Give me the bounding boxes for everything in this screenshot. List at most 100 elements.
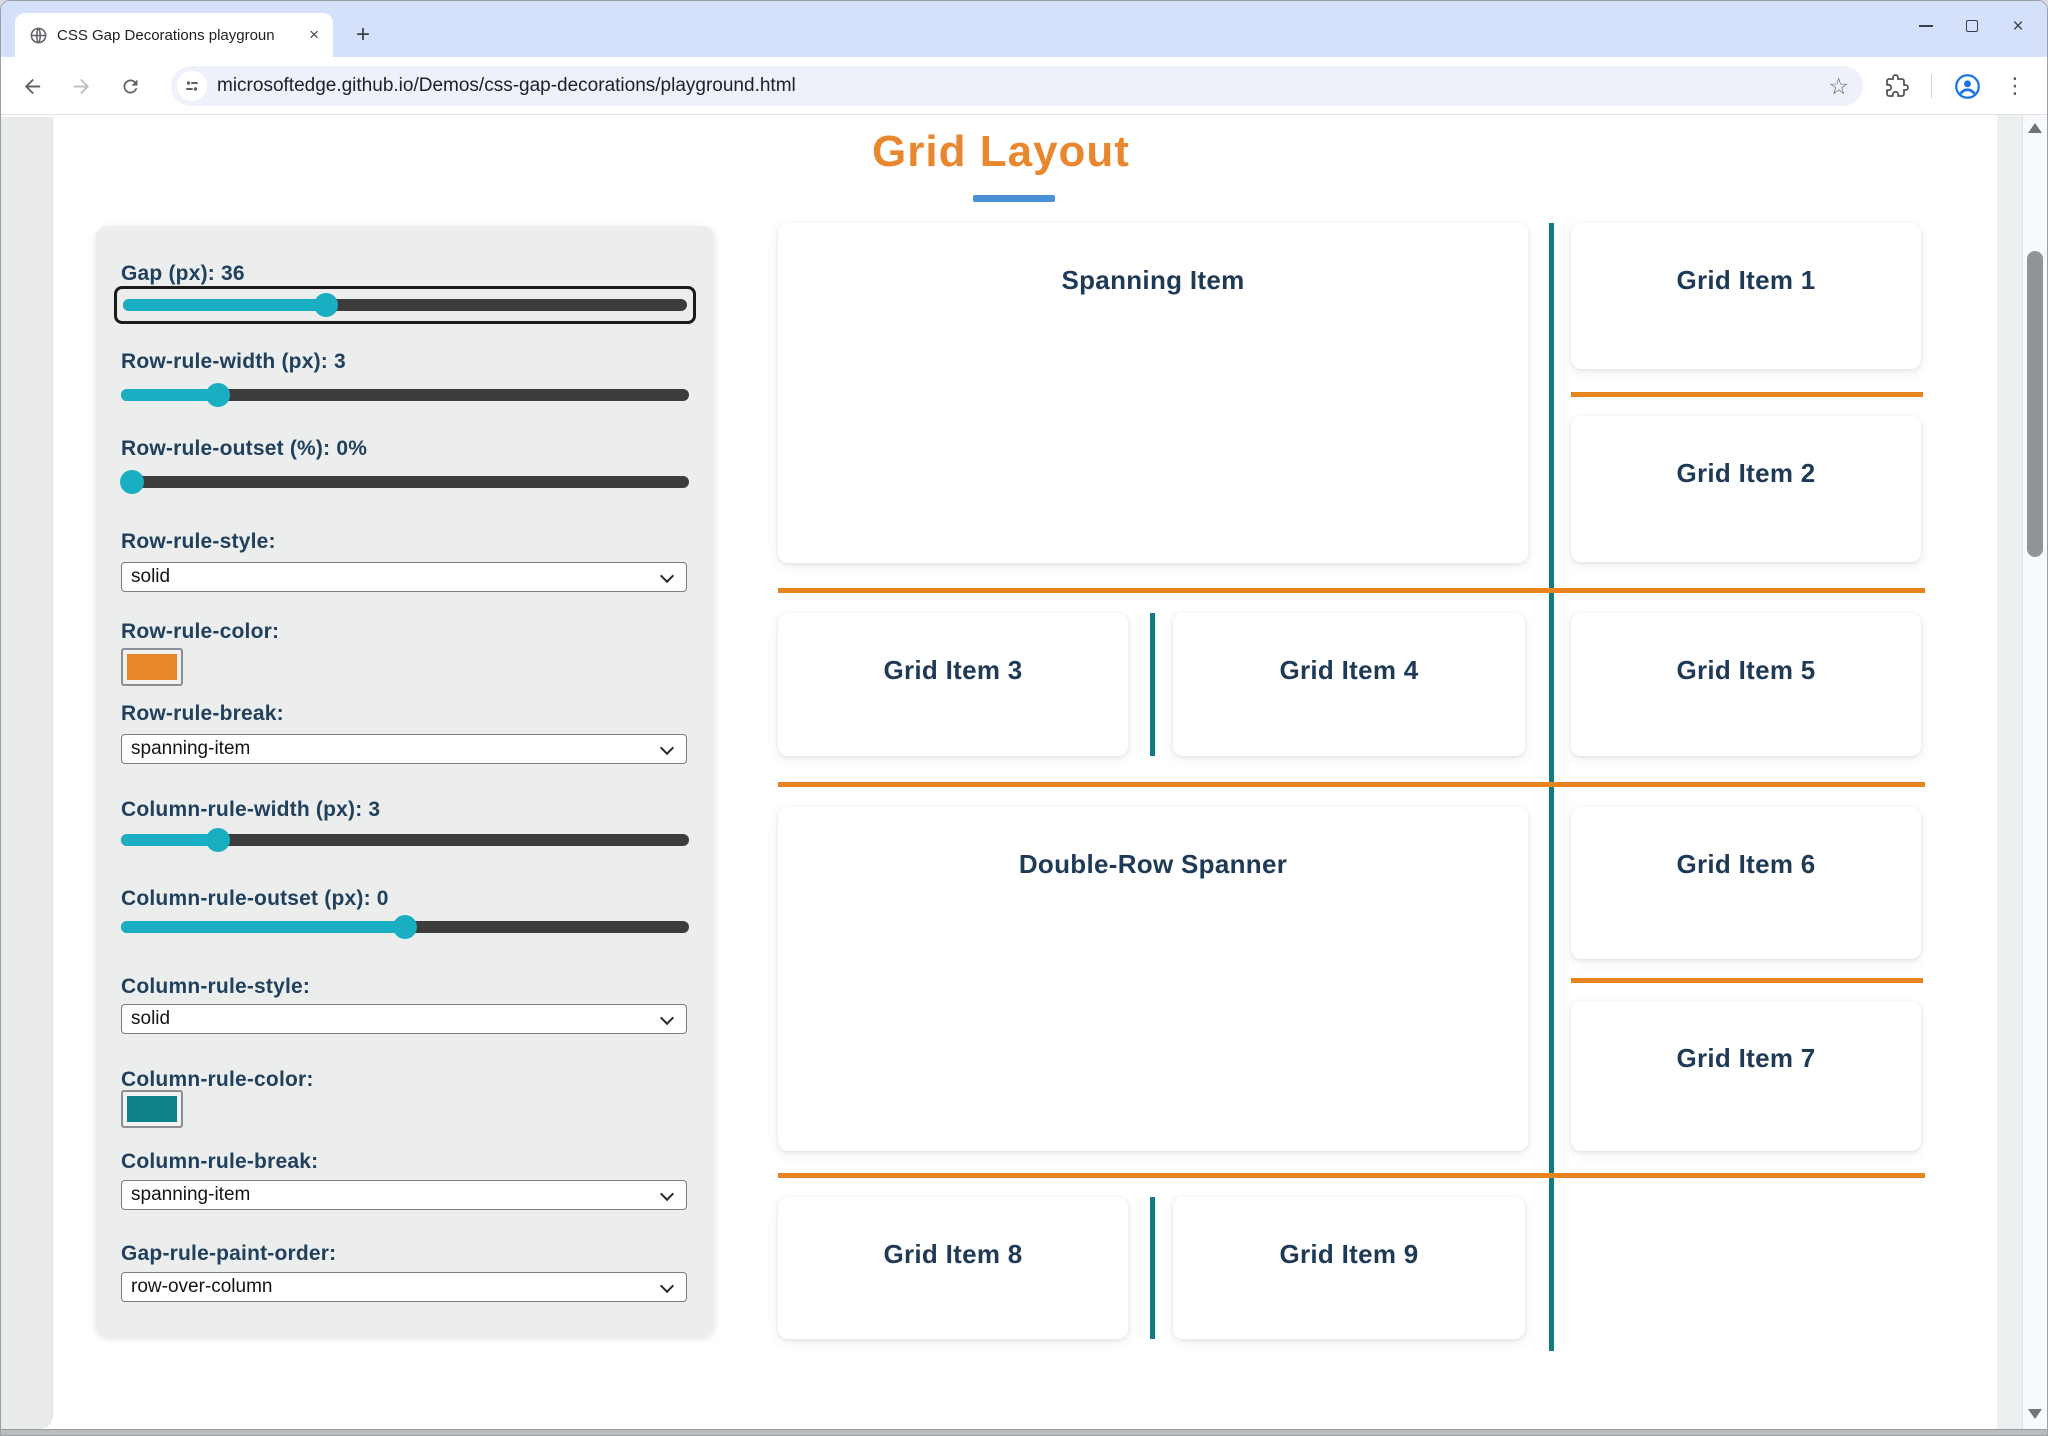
slider-fill (121, 921, 405, 933)
chevron-down-icon (659, 1186, 675, 1202)
page-title: Grid Layout (872, 127, 1130, 176)
new-tab-button[interactable]: + (355, 21, 370, 48)
gap-slider[interactable] (114, 286, 696, 324)
browser-menu-button[interactable]: ⋮ (1997, 68, 2033, 104)
grid-card-8: Grid Item 8 (778, 1197, 1128, 1339)
page-right-margin (1997, 115, 2023, 1431)
column-rule-outset-slider[interactable] (121, 914, 689, 940)
grid-card-spanning: Spanning Item (778, 223, 1528, 563)
card-label: Double-Row Spanner (1018, 849, 1288, 879)
column-rule-break-select[interactable]: spanning-item (121, 1180, 687, 1210)
select-value: row-over-column (131, 1276, 273, 1297)
window-close-button[interactable]: × (1995, 9, 2041, 43)
slider-track (121, 389, 689, 401)
slider-thumb[interactable] (205, 383, 230, 407)
column-rule-segment (1150, 613, 1155, 756)
gap-rule-paint-order-select[interactable]: row-over-column (121, 1272, 687, 1302)
grid-card-3: Grid Item 3 (778, 613, 1128, 756)
tab-strip: CSS Gap Decorations playgroun × + × (1, 1, 2047, 57)
globe-favicon-icon (29, 26, 48, 45)
url-bar[interactable]: microsoftedge.github.io/Demos/css-gap-de… (171, 66, 1863, 106)
profile-avatar-icon[interactable] (1949, 68, 1985, 104)
close-icon: × (2012, 15, 2024, 37)
window-maximize-button[interactable] (1949, 9, 1995, 43)
row-rule-outset-label: Row-rule-outset (%): 0% (121, 437, 368, 460)
window-minimize-button[interactable] (1903, 9, 1949, 43)
slider-fill (121, 389, 218, 401)
window-bottom-edge (1, 1429, 2047, 1435)
column-rule-style-select[interactable]: solid (121, 1004, 687, 1034)
card-label: Grid Item 8 (883, 1239, 1023, 1269)
forward-button[interactable] (63, 68, 99, 104)
scrollbar-up-arrow-icon[interactable] (2028, 123, 2042, 133)
slider-track (121, 834, 689, 846)
maximize-icon (1966, 20, 1978, 32)
grid-card-5: Grid Item 5 (1571, 613, 1921, 756)
column-rule-color-input[interactable] (121, 1090, 183, 1128)
adjacent-panel-edge (1, 117, 53, 1429)
row-rule-segment (1571, 978, 1923, 983)
column-rule-line (1549, 223, 1554, 1351)
back-button[interactable] (14, 68, 50, 104)
grid-card-7: Grid Item 7 (1571, 1001, 1921, 1151)
row-rule-outset-slider[interactable] (120, 469, 689, 495)
slider-thumb[interactable] (314, 293, 339, 317)
tab-close-icon[interactable]: × (309, 25, 319, 44)
select-value: solid (131, 566, 171, 587)
toolbar-separator (1931, 74, 1932, 98)
browser-toolbar: microsoftedge.github.io/Demos/css-gap-de… (1, 57, 2047, 115)
browser-tab[interactable]: CSS Gap Decorations playgroun × (15, 13, 333, 57)
select-value: spanning-item (131, 738, 251, 759)
slider-fill (123, 299, 327, 311)
row-rule-line (778, 1173, 1925, 1178)
grid-card-9: Grid Item 9 (1173, 1197, 1525, 1339)
column-rule-break-label: Column-rule-break: (121, 1150, 319, 1173)
chevron-down-icon (659, 1010, 675, 1026)
chevron-down-icon (659, 568, 675, 584)
card-label: Grid Item 9 (1279, 1239, 1419, 1269)
reload-button[interactable] (112, 68, 148, 104)
select-value: solid (131, 1008, 171, 1029)
column-rule-color-label: Column-rule-color: (121, 1068, 314, 1091)
column-rule-style-label: Column-rule-style: (121, 975, 311, 998)
chevron-down-icon (659, 1278, 675, 1294)
site-info-tune-icon[interactable] (177, 71, 207, 101)
tab-title: CSS Gap Decorations playgroun (57, 26, 275, 44)
card-label: Grid Item 2 (1676, 458, 1816, 488)
row-rule-width-slider[interactable] (121, 382, 689, 408)
row-rule-style-select[interactable]: solid (121, 562, 687, 592)
color-swatch (127, 1096, 177, 1122)
gap-rule-paint-order-label: Gap-rule-paint-order: (121, 1242, 337, 1265)
scrollbar-down-arrow-icon[interactable] (2028, 1409, 2042, 1419)
card-label: Grid Item 7 (1676, 1043, 1816, 1073)
extensions-puzzle-icon[interactable] (1879, 68, 1915, 104)
grid-card-2: Grid Item 2 (1571, 416, 1921, 562)
chevron-down-icon (659, 740, 675, 756)
grid-card-4: Grid Item 4 (1173, 613, 1525, 756)
card-label: Grid Item 1 (1676, 265, 1816, 295)
slider-fill (121, 834, 218, 846)
scrollbar-thumb[interactable] (2027, 251, 2043, 557)
row-rule-line (778, 782, 1925, 787)
three-dots-icon: ⋮ (2004, 73, 2026, 98)
row-rule-color-input[interactable] (121, 648, 183, 686)
slider-thumb[interactable] (393, 915, 417, 939)
row-rule-style-label: Row-rule-style: (121, 530, 276, 553)
grid-card-6: Grid Item 6 (1571, 807, 1921, 959)
column-rule-width-label: Column-rule-width (px): 3 (121, 798, 381, 821)
slider-track (121, 476, 689, 488)
row-rule-break-select[interactable]: spanning-item (121, 734, 687, 764)
row-rule-width-label: Row-rule-width (px): 3 (121, 350, 346, 373)
card-label: Grid Item 5 (1676, 655, 1816, 685)
row-rule-line (778, 588, 1925, 593)
slider-thumb[interactable] (120, 470, 145, 494)
grid-card-double-row: Double-Row Spanner (778, 807, 1528, 1151)
gap-slider-label: Gap (px): 36 (121, 262, 245, 285)
bookmark-star-icon[interactable]: ☆ (1828, 72, 1849, 99)
slider-thumb[interactable] (205, 828, 230, 852)
row-rule-break-label: Row-rule-break: (121, 702, 284, 725)
row-rule-segment (1571, 392, 1923, 397)
column-rule-width-slider[interactable] (121, 827, 689, 853)
url-text: microsoftedge.github.io/Demos/css-gap-de… (217, 75, 796, 96)
